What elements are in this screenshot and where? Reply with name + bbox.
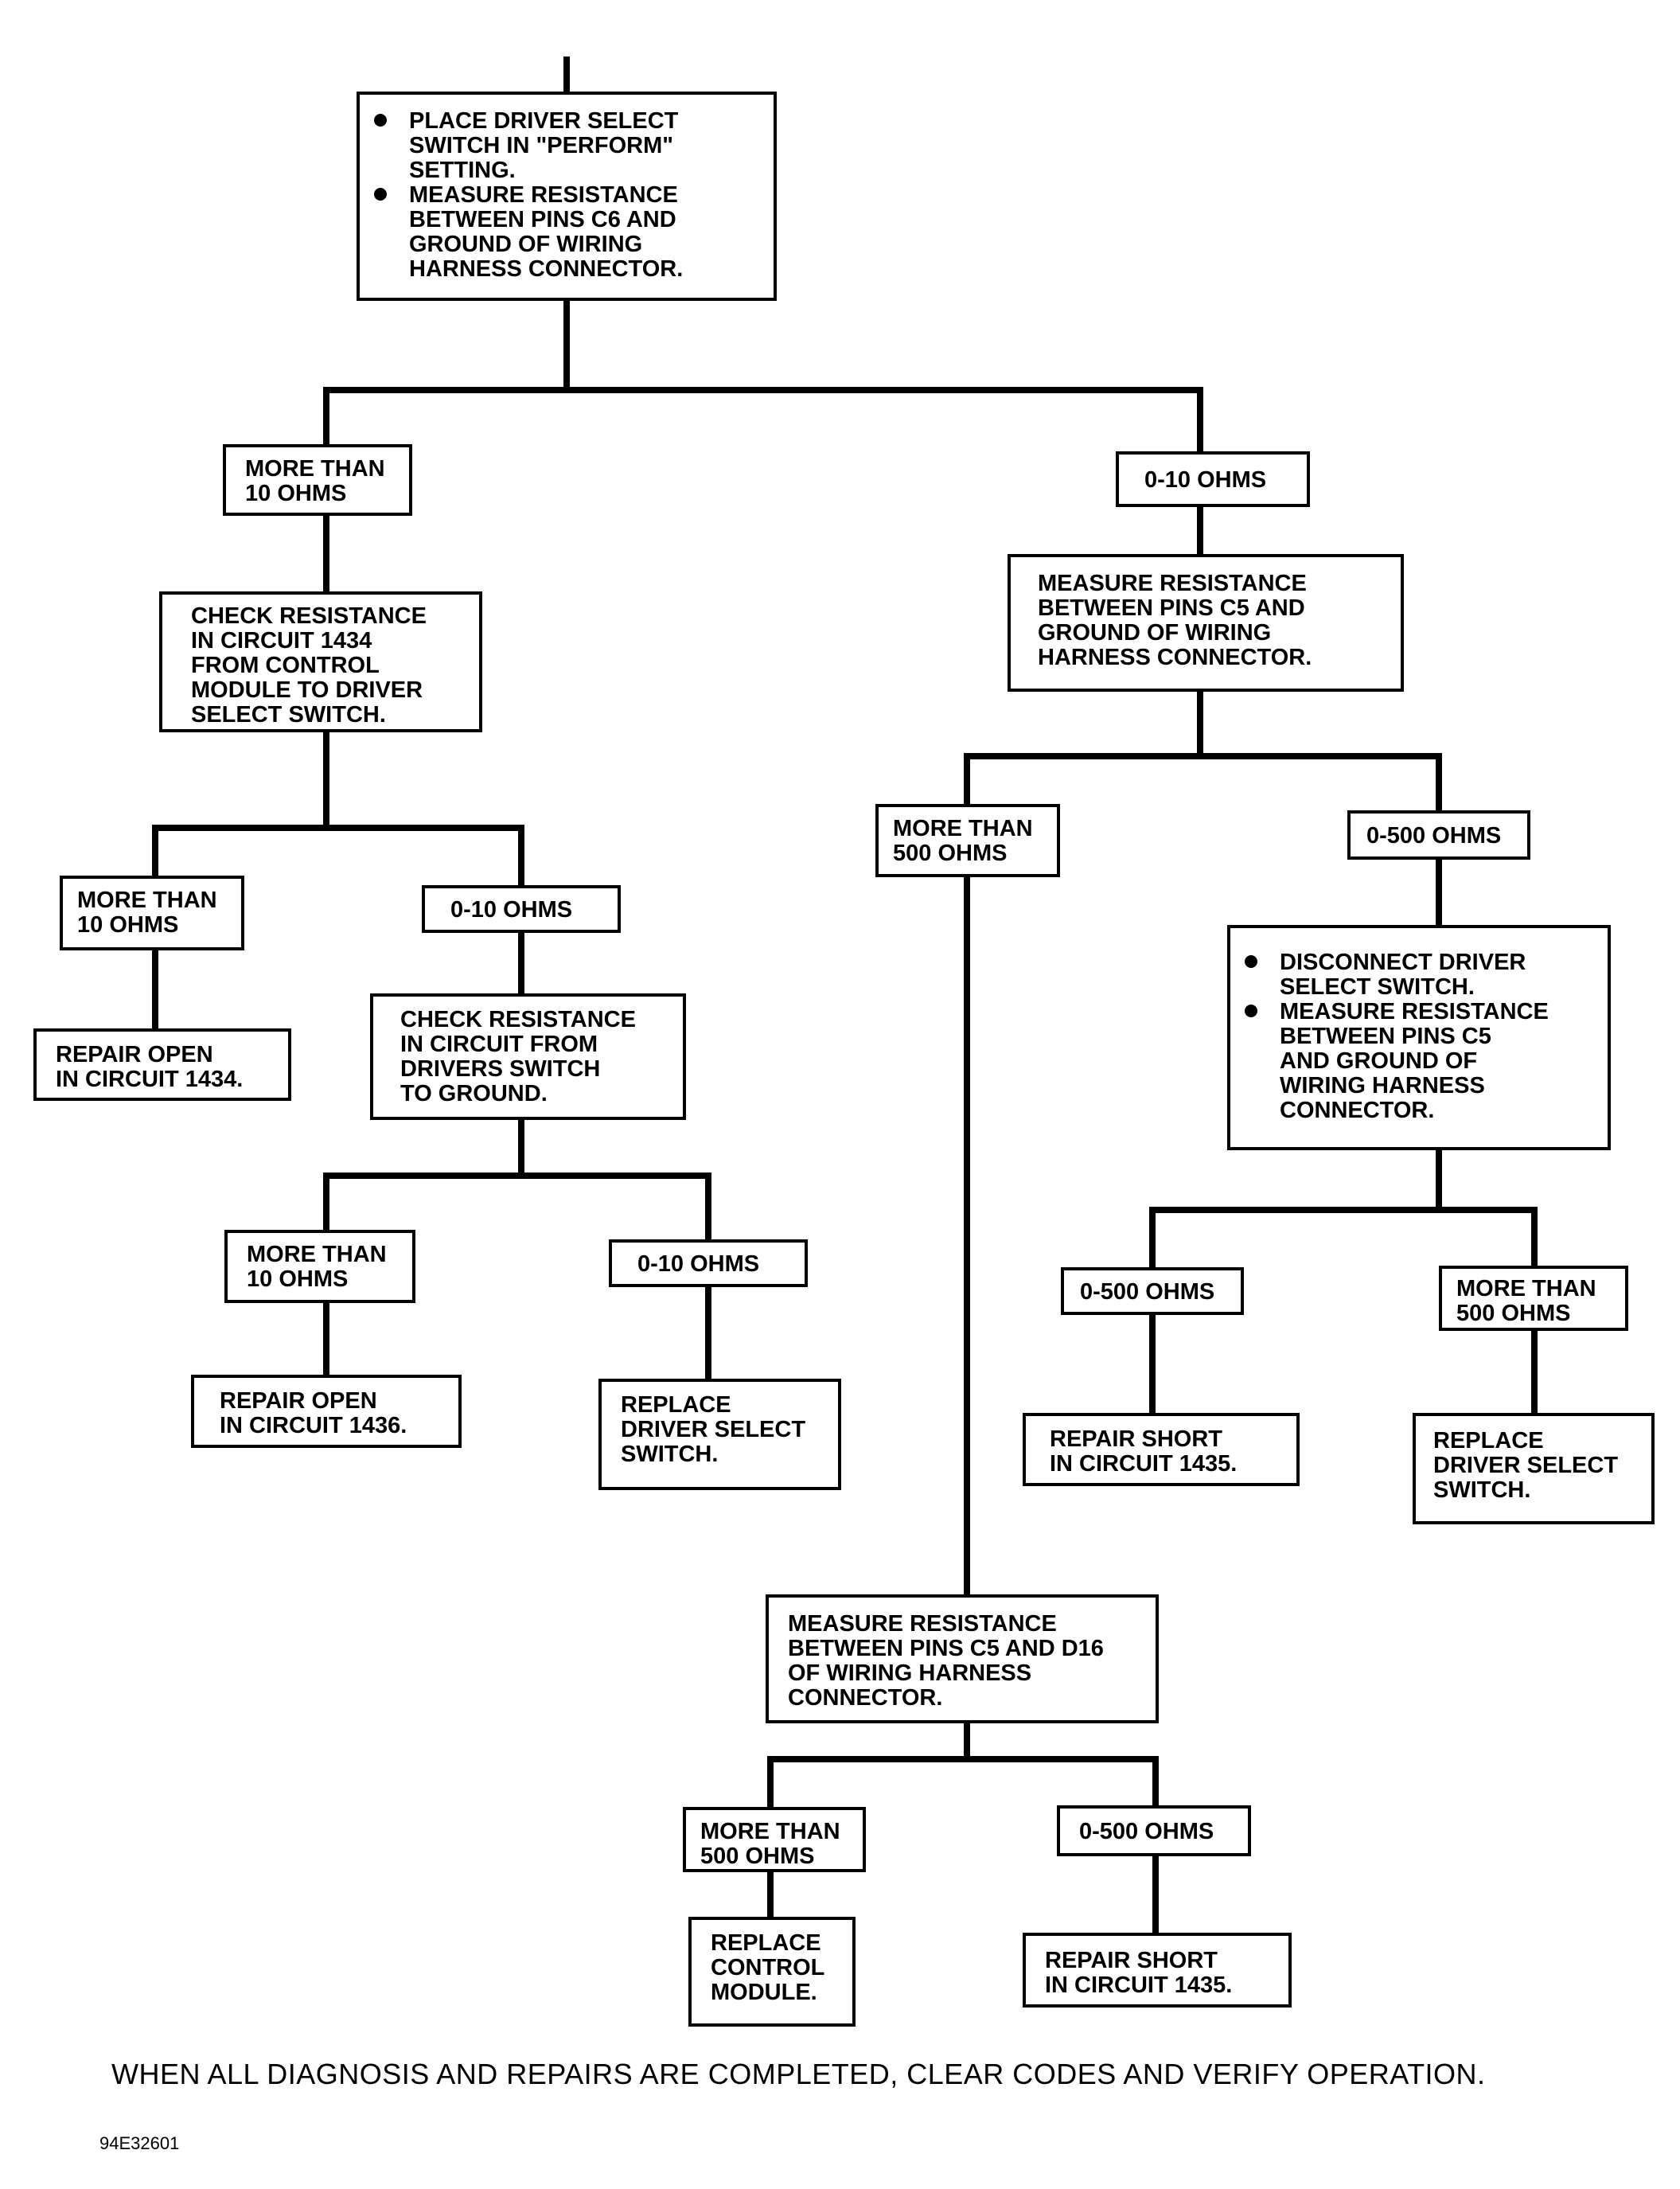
step-box-disconnect-switch: DISCONNECT DRIVER SELECT SWITCH. MEASURE… [1227, 925, 1611, 1150]
result-box-more-than-500-ohms-b: MORE THAN 500 OHMS [1439, 1266, 1628, 1331]
result-box-0-500-ohms-b: 0-500 OHMS [1061, 1267, 1244, 1315]
start-step-bullet-1: PLACE DRIVER SELECT SWITCH IN "PERFORM" … [360, 109, 766, 183]
start-step-box: PLACE DRIVER SELECT SWITCH IN "PERFORM" … [357, 92, 777, 301]
step-box-check-circuit-1434: CHECK RESISTANCE IN CIRCUIT 1434 FROM CO… [159, 591, 482, 732]
action-box-repair-open-circuit-1436: REPAIR OPEN IN CIRCUIT 1436. [191, 1375, 462, 1448]
step-box-measure-pins-c5-d16: MEASURE RESISTANCE BETWEEN PINS C5 AND D… [766, 1594, 1159, 1723]
result-box-more-than-10-ohms-c: MORE THAN 10 OHMS [224, 1230, 415, 1303]
result-box-0-500-ohms-c: 0-500 OHMS [1057, 1805, 1251, 1856]
result-box-0-10-ohms-a: 0-10 OHMS [1116, 451, 1310, 507]
result-box-0-500-ohms-a: 0-500 OHMS [1347, 810, 1530, 860]
step-box-check-circuit-to-ground: CHECK RESISTANCE IN CIRCUIT FROM DRIVERS… [370, 993, 686, 1120]
result-box-0-10-ohms-b: 0-10 OHMS [422, 885, 621, 933]
disconnect-step-bullet-1: DISCONNECT DRIVER SELECT SWITCH. [1230, 950, 1603, 1000]
result-box-more-than-10-ohms-b: MORE THAN 10 OHMS [60, 876, 244, 950]
start-step-bullet-2: MEASURE RESISTANCE BETWEEN PINS C6 AND G… [360, 183, 766, 282]
step-box-measure-pins-c5-ground: MEASURE RESISTANCE BETWEEN PINS C5 AND G… [1008, 554, 1404, 692]
action-box-replace-driver-select-switch-a: REPLACE DRIVER SELECT SWITCH. [598, 1379, 841, 1490]
result-box-0-10-ohms-c: 0-10 OHMS [609, 1239, 808, 1287]
action-box-replace-control-module: REPLACE CONTROL MODULE. [688, 1917, 856, 2027]
disconnect-step-bullet-2: MEASURE RESISTANCE BETWEEN PINS C5 AND G… [1230, 1000, 1603, 1123]
completion-note: WHEN ALL DIAGNOSIS AND REPAIRS ARE COMPL… [111, 2058, 1486, 2090]
result-box-more-than-10-ohms-a: MORE THAN 10 OHMS [223, 444, 412, 516]
action-box-repair-open-circuit-1434: REPAIR OPEN IN CIRCUIT 1434. [33, 1028, 291, 1101]
action-box-repair-short-circuit-1435-b: REPAIR SHORT IN CIRCUIT 1435. [1023, 1933, 1292, 2008]
action-box-repair-short-circuit-1435-a: REPAIR SHORT IN CIRCUIT 1435. [1023, 1413, 1300, 1486]
figure-code: 94E32601 [99, 2133, 180, 2153]
result-box-more-than-500-ohms-a: MORE THAN 500 OHMS [875, 804, 1060, 877]
action-box-replace-driver-select-switch-b: REPLACE DRIVER SELECT SWITCH. [1413, 1413, 1655, 1524]
result-box-more-than-500-ohms-c: MORE THAN 500 OHMS [683, 1807, 866, 1872]
